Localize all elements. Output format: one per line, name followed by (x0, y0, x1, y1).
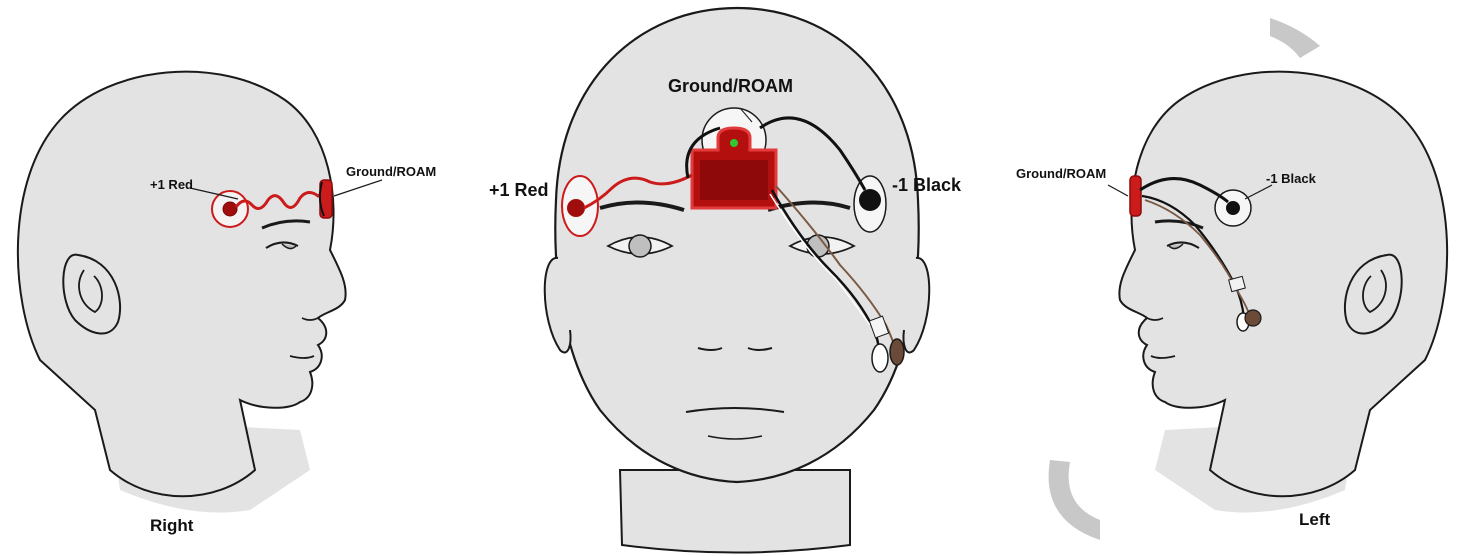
left-profile-head (1119, 72, 1447, 513)
right-view-label: Right (150, 516, 194, 535)
front-ground-label: Ground/ROAM (668, 76, 793, 96)
left-ground-label: Ground/ROAM (1016, 166, 1106, 181)
front-positive-label: +1 Red (489, 180, 549, 200)
right-positive-label: +1 Red (150, 177, 193, 192)
right-profile-head (18, 72, 346, 513)
right-ground-label: Ground/ROAM (346, 164, 436, 179)
left-ground-electrode (1130, 176, 1141, 216)
left-view-label: Left (1299, 510, 1331, 529)
right-ground-electrode (320, 180, 332, 218)
left-negative-label: -1 Black (1266, 171, 1317, 186)
front-negative-label: -1 Black (892, 175, 962, 195)
